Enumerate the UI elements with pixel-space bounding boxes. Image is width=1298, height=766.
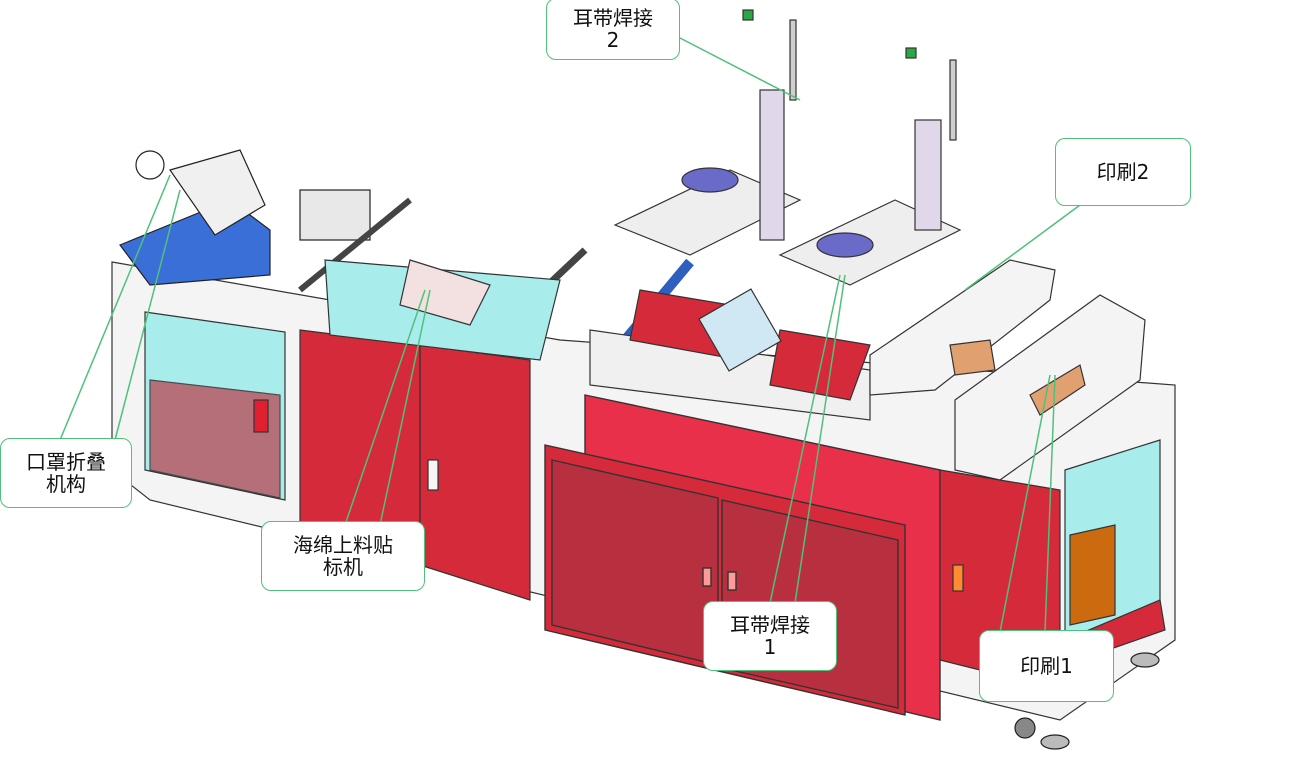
- label-sponge-labeling: 海绵上料贴 标机: [261, 521, 425, 591]
- label-print-2: 印刷2: [1055, 138, 1191, 206]
- casters: [1014, 652, 1160, 750]
- label-ear-weld-2: 耳带焊接 2: [546, 0, 680, 60]
- leader-lines: [59, 37, 1081, 633]
- label-ear-weld-1: 耳带焊接 1: [703, 601, 837, 671]
- welding-stations: [589, 9, 962, 421]
- printing-stations: [869, 259, 1146, 481]
- left-glass-cabinet: [144, 311, 286, 501]
- sponge-section: [324, 259, 561, 361]
- label-print-1: 印刷1: [979, 630, 1114, 702]
- label-mask-folding: 口罩折叠 机构: [0, 438, 132, 508]
- folding-mechanism: [119, 149, 271, 286]
